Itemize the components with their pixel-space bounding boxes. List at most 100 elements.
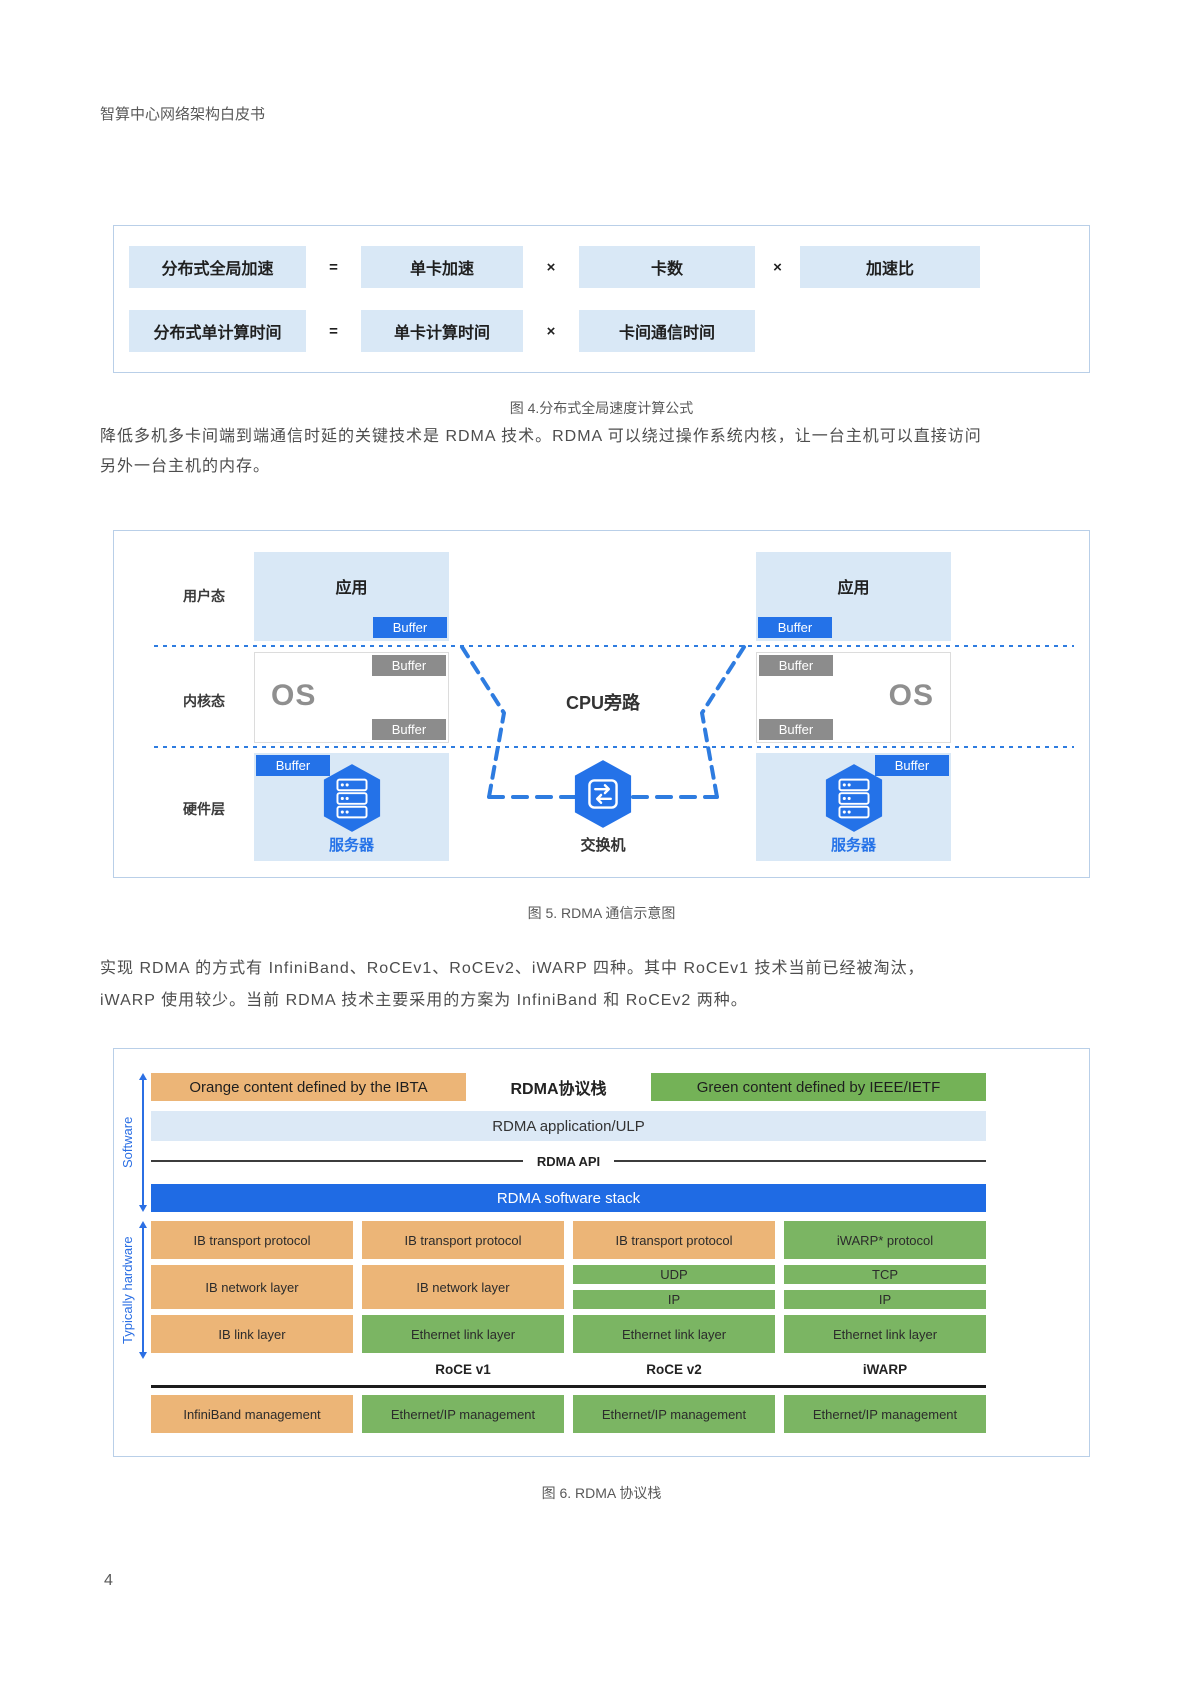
paragraph-rdma-types: 实现 RDMA 的方式有 InfiniBand、RoCEv1、RoCEv2、iW…	[100, 953, 1110, 1017]
os-box: Buffer OS Buffer	[756, 652, 951, 743]
variant-label-row: RoCE v1 RoCE v2 iWARP	[151, 1357, 986, 1381]
protocol-cell: Ethernet link layer	[573, 1315, 775, 1353]
legend-green: Green content defined by IEEE/IETF	[651, 1073, 986, 1101]
layer-label-kernel: 内核态	[183, 693, 225, 709]
software-span-arrow	[138, 1073, 148, 1212]
cpu-bypass-label: CPU旁路	[565, 693, 640, 713]
switch-label: 交换机	[580, 837, 626, 854]
document-title: 智算中心网络架构白皮书	[100, 106, 266, 123]
equals-sign: =	[329, 322, 338, 340]
protocol-cell: UDP	[573, 1265, 775, 1284]
buffer-chip: Buffer	[758, 617, 832, 638]
server-icon	[323, 764, 380, 832]
formula-term: 分布式全局加速	[129, 246, 306, 288]
variant-label	[151, 1357, 353, 1381]
protocol-stack-content: Orange content defined by the IBTA RDMA协…	[151, 1049, 986, 1456]
protocol-cell: Ethernet link layer	[362, 1315, 564, 1353]
figure-6-protocol-stack: Software Typically hardware Orange conte…	[113, 1048, 1090, 1457]
management-divider	[151, 1385, 986, 1388]
app-label: 应用	[837, 580, 870, 597]
paragraph-line: iWARP 使用较少。当前 RDMA 技术主要采用的方案为 InfiniBand…	[100, 992, 748, 1009]
server-icon	[825, 764, 882, 832]
protocol-cell: InfiniBand management	[151, 1395, 353, 1433]
api-divider-line	[614, 1160, 986, 1162]
paragraph-line: 降低多机多卡间端到端通信时延的关键技术是 RDMA 技术。RDMA 可以绕过操作…	[100, 428, 982, 445]
protocol-cell: IB network layer	[362, 1265, 564, 1309]
paragraph-line: 另外一台主机的内存。	[100, 458, 271, 475]
protocol-cell: TCP	[784, 1265, 986, 1284]
protocol-cell: Ethernet/IP management	[362, 1395, 564, 1433]
network-row: IB network layer IB network layer UDP IP…	[151, 1265, 986, 1309]
layer-label-user: 用户态	[183, 588, 225, 604]
protocol-cell: IB transport protocol	[573, 1221, 775, 1259]
formula-term: 分布式单计算时间	[129, 310, 306, 352]
api-divider-line	[151, 1160, 523, 1162]
formula-term: 加速比	[800, 246, 980, 288]
protocol-cell: IB transport protocol	[151, 1221, 353, 1259]
protocol-cell: Ethernet link layer	[784, 1315, 986, 1353]
formula-row-1: 分布式全局加速 = 单卡加速 × 卡数 × 加速比	[129, 246, 980, 288]
hardware-box: Buffer 服务器	[254, 753, 449, 861]
variant-label: iWARP	[862, 1361, 908, 1377]
equals-sign: =	[329, 258, 338, 276]
app-box: 应用 Buffer	[254, 552, 449, 641]
server-label: 服务器	[328, 837, 374, 854]
management-row: InfiniBand management Ethernet/IP manage…	[151, 1395, 986, 1433]
formula-term: 单卡加速	[361, 246, 523, 288]
formula-term: 卡间通信时间	[579, 310, 755, 352]
hardware-span-arrow	[138, 1221, 148, 1359]
transport-row: IB transport protocol IB transport proto…	[151, 1221, 986, 1259]
side-label-hardware: Typically hardware	[120, 1236, 135, 1344]
os-label: OS	[271, 679, 317, 712]
figure-4-formula: 分布式全局加速 = 单卡加速 × 卡数 × 加速比 分布式单计算时间 = 单卡计…	[113, 225, 1090, 373]
protocol-cell: Ethernet/IP management	[573, 1395, 775, 1433]
protocol-cell: IB link layer	[151, 1315, 353, 1353]
server-label: 服务器	[830, 837, 876, 854]
legend-orange: Orange content defined by the IBTA	[151, 1073, 466, 1101]
protocol-cell: IB transport protocol	[362, 1221, 564, 1259]
figure-4-caption: 图 4.分布式全局速度计算公式	[509, 400, 694, 416]
buffer-chip: Buffer	[759, 655, 833, 676]
multiply-sign: ×	[546, 258, 556, 276]
paragraph-line: 实现 RDMA 的方式有 InfiniBand、RoCEv1、RoCEv2、iW…	[100, 960, 925, 977]
formula-row-2: 分布式单计算时间 = 单卡计算时间 × 卡间通信时间	[129, 310, 755, 352]
side-label-software: Software	[120, 1116, 135, 1169]
figure-6-caption: 图 6. RDMA 协议栈	[541, 1485, 662, 1501]
buffer-chip: Buffer	[875, 755, 949, 776]
app-label: 应用	[335, 580, 368, 597]
protocol-cell: Ethernet/IP management	[784, 1395, 986, 1433]
row-rdma-application: RDMA application/ULP	[151, 1111, 986, 1141]
row-rdma-api: RDMA API	[151, 1151, 986, 1171]
multiply-sign: ×	[773, 258, 782, 276]
hardware-box: Buffer 服务器	[756, 753, 951, 861]
layer-label-hardware: 硬件层	[183, 801, 225, 817]
host-right: 应用 Buffer Buffer OS Buffer Buffer	[756, 531, 951, 879]
os-label: OS	[888, 679, 934, 712]
tcp-ip-stack: TCP IP	[784, 1265, 986, 1309]
formula-term: 卡数	[579, 246, 755, 288]
app-box: 应用 Buffer	[756, 552, 951, 641]
stack-header-row: Orange content defined by the IBTA RDMA协…	[151, 1073, 986, 1101]
page-number: 4	[104, 1572, 113, 1589]
multiply-sign: ×	[546, 322, 556, 340]
buffer-chip: Buffer	[372, 655, 446, 676]
protocol-cell: IP	[573, 1290, 775, 1309]
figure-5-rdma-diagram: 用户态 内核态 硬件层 应用 Buffer Buffer OS Buffer B…	[113, 530, 1090, 878]
host-left: 应用 Buffer Buffer OS Buffer Buffer	[254, 531, 449, 879]
api-label: RDMA API	[536, 1153, 601, 1169]
stack-title: RDMA协议栈	[510, 1081, 607, 1098]
cpu-bypass-path	[154, 645, 1074, 799]
buffer-chip: Buffer	[256, 755, 330, 776]
buffer-chip: Buffer	[372, 719, 446, 740]
protocol-cell: iWARP* protocol	[784, 1221, 986, 1259]
variant-label: RoCE v1	[435, 1361, 491, 1377]
udp-ip-stack: UDP IP	[573, 1265, 775, 1309]
os-box: Buffer OS Buffer	[254, 652, 449, 743]
switch-icon	[574, 760, 632, 828]
buffer-chip: Buffer	[759, 719, 833, 740]
paragraph-rdma-intro: 降低多机多卡间端到端通信时延的关键技术是 RDMA 技术。RDMA 可以绕过操作…	[100, 422, 1110, 482]
protocol-cell: IB network layer	[151, 1265, 353, 1309]
row-rdma-software-stack: RDMA software stack	[151, 1184, 986, 1212]
figure-5-caption: 图 5. RDMA 通信示意图	[527, 905, 676, 921]
buffer-chip: Buffer	[373, 617, 447, 638]
